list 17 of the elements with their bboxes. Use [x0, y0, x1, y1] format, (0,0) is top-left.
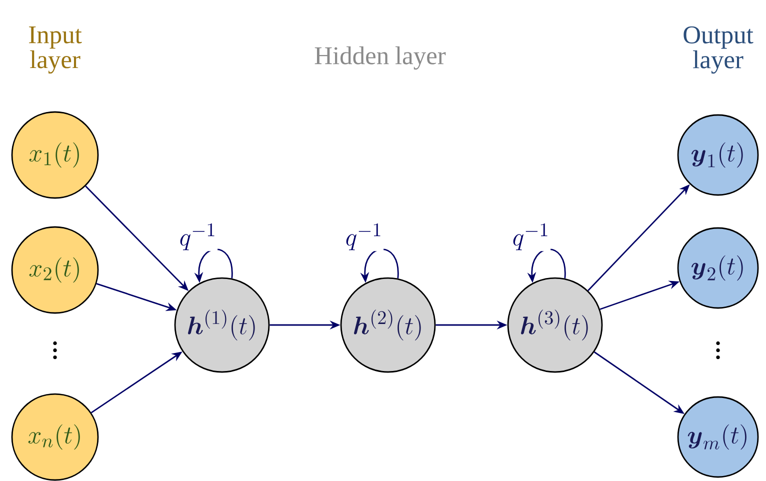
layer-heading: Hidden layer [314, 46, 446, 70]
input-neuron: $x_2(t)$ [11, 226, 99, 314]
edge-label: $q^{-1}$ [511, 222, 551, 252]
input-neuron: $x_1(t)$ [11, 111, 99, 199]
input-neuron: $x_n(t)$ [11, 393, 99, 481]
ellipsis-dots: $\vdots$ [716, 341, 720, 360]
layer-heading: Output layer [684, 26, 754, 74]
hidden-neuron: $\boldsymbol{h}^{(1)}(t)$ [174, 277, 270, 373]
output-neuron: $\boldsymbol{y}_2(t)$ [677, 227, 759, 309]
output-neuron: $\boldsymbol{y}_1(t)$ [677, 114, 759, 196]
layer-heading: Input layer [29, 26, 82, 74]
ellipsis-dots: $\vdots$ [53, 341, 57, 360]
output-neuron: $\boldsymbol{y}_m(t)$ [677, 396, 759, 478]
edge-label: $q^{-1}$ [344, 222, 384, 252]
edge-label: $q^{-1}$ [178, 222, 218, 252]
hidden-neuron: $\boldsymbol{h}^{(3)}(t)$ [507, 277, 603, 373]
hidden-neuron: $\boldsymbol{h}^{(2)}(t)$ [340, 277, 436, 373]
